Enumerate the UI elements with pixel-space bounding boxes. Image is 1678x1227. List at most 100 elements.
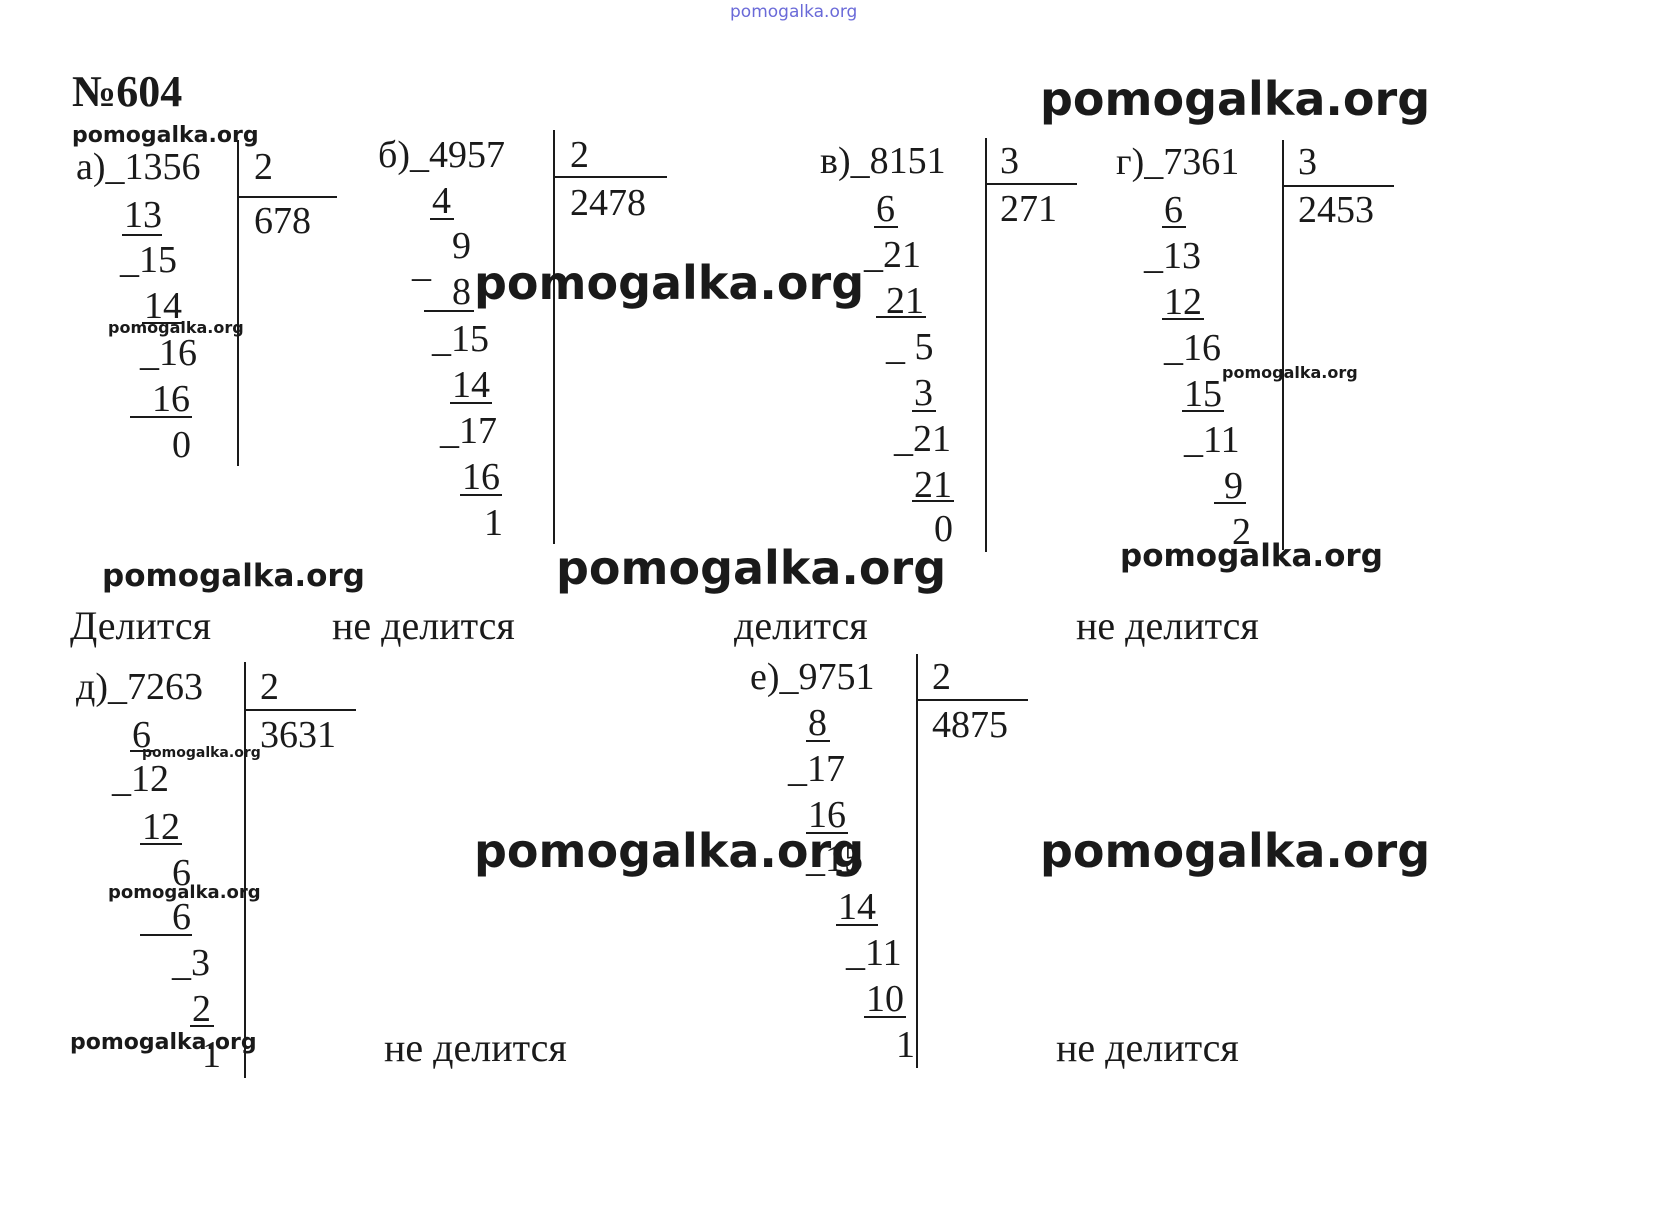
step-b-5: 14 — [452, 364, 490, 406]
dividend-e: е)_9751 — [750, 656, 875, 698]
dividend-a: а)_1356 — [76, 146, 201, 188]
quotient-line-a — [239, 196, 337, 198]
top-watermark: pomogalka.org — [730, 2, 858, 22]
problem-number: №604 — [72, 67, 183, 116]
watermark-center-top: pomogalka.org — [474, 256, 865, 310]
underline-v-7 — [912, 500, 954, 502]
underline-a-5 — [130, 416, 192, 418]
divisor-d: 2 — [260, 666, 279, 708]
division-bar-v — [985, 138, 987, 552]
step-d-4: 6 — [172, 852, 191, 894]
divisor-g: 3 — [1298, 141, 1317, 183]
underline-g-3 — [1162, 318, 1204, 320]
step-d-8: 1 — [202, 1034, 221, 1076]
step-v-6: _21 — [894, 418, 951, 460]
verdict-g: не делится — [1076, 603, 1259, 648]
step-d-2: _12 — [112, 758, 169, 800]
quotient-e: 4875 — [932, 704, 1008, 746]
step-e-8: 1 — [896, 1024, 915, 1066]
verdict-a: Делится — [70, 603, 212, 648]
step-e-3: 16 — [808, 794, 846, 836]
underline-e-5 — [836, 924, 878, 926]
quotient-line-g — [1284, 185, 1394, 187]
verdict-d: не делится — [384, 1025, 567, 1070]
underline-d-5 — [140, 934, 192, 936]
step-b-3: 8 — [452, 271, 471, 313]
watermark-g-bottom: pomogalka.org — [1120, 538, 1383, 574]
step-b-1: 4 — [432, 180, 451, 222]
step-g-4: _16 — [1164, 327, 1221, 369]
step-g-6: _11 — [1184, 419, 1240, 461]
step-a-1: 13 — [124, 194, 162, 236]
watermark-top-right: pomogalka.org — [1040, 72, 1431, 126]
step-d-1: 6 — [132, 714, 151, 756]
step-a-3: 14 — [144, 285, 182, 327]
step-g-5: 15 — [1184, 373, 1222, 415]
watermark-d-bottom: pomogalka.org — [70, 1030, 257, 1055]
watermark-d-inner: pomogalka.org — [142, 745, 261, 761]
step-d-6: _3 — [172, 942, 210, 984]
underline-b-3 — [424, 310, 474, 312]
step-a-6: 0 — [172, 424, 191, 466]
step-e-6: _11 — [846, 932, 902, 974]
step-v-4: _ 5 — [886, 326, 934, 368]
division-bar-g — [1282, 140, 1284, 550]
underline-d-3 — [140, 843, 182, 845]
underline-d-1 — [130, 750, 154, 752]
step-d-5: 6 — [172, 896, 191, 938]
watermark-center-mid: pomogalka.org — [556, 541, 947, 595]
watermark-g-inner: pomogalka.org — [1222, 363, 1358, 382]
step-v-8: 0 — [934, 508, 953, 550]
step-v-1: 6 — [876, 188, 895, 230]
step-a-4: _16 — [140, 332, 197, 374]
underline-v-5 — [912, 410, 936, 412]
step-b-8: 1 — [484, 502, 503, 544]
verdict-v: делится — [734, 603, 868, 648]
step-v-3: 21 — [886, 280, 924, 322]
step-d-3: 12 — [142, 806, 180, 848]
step-v-2: _21 — [864, 234, 921, 276]
step-b-4: _15 — [432, 318, 489, 360]
underline-g-7 — [1214, 502, 1246, 504]
step-a-5: 16 — [152, 378, 190, 420]
quotient-v: 271 — [1000, 188, 1057, 230]
underline-g-1 — [1162, 226, 1186, 228]
underline-v-3 — [876, 316, 926, 318]
step-e-5: 14 — [838, 886, 876, 928]
quotient-g: 2453 — [1298, 189, 1374, 231]
step-b-7: 16 — [462, 456, 500, 498]
step-v-5: 3 — [914, 372, 933, 414]
step-g-1: 6 — [1164, 189, 1183, 231]
underline-b-5 — [450, 402, 492, 404]
dividend-g: г)_7361 — [1116, 141, 1240, 183]
watermark-a-inner: pomogalka.org — [108, 318, 244, 337]
dividend-d: д)_7263 — [76, 666, 203, 708]
step-d-7: 2 — [192, 988, 211, 1030]
step-b-6: _17 — [440, 410, 497, 452]
underline-b-7 — [460, 494, 502, 496]
underline-g-5 — [1182, 410, 1224, 412]
quotient-line-v — [987, 183, 1077, 185]
step-g-3: 12 — [1164, 281, 1202, 323]
watermark-d-mid: pomogalka.org — [108, 882, 261, 903]
step-g-7: 9 — [1224, 465, 1243, 507]
dividend-b: б)_4957 — [378, 134, 505, 176]
underline-e-3 — [806, 832, 848, 834]
verdict-b: не делится — [332, 603, 515, 648]
quotient-line-b — [555, 176, 667, 178]
division-bar-b — [553, 130, 555, 544]
verdict-e: не делится — [1056, 1025, 1239, 1070]
step-e-7: 10 — [866, 978, 904, 1020]
step-e-1: 8 — [808, 702, 827, 744]
watermark-right-bottom: pomogalka.org — [1040, 824, 1431, 878]
divisor-a: 2 — [254, 146, 273, 188]
watermark-left-mid: pomogalka.org — [102, 558, 365, 594]
divisor-e: 2 — [932, 656, 951, 698]
dividend-v: в)_8151 — [820, 140, 946, 182]
step-e-2: _17 — [788, 748, 845, 790]
division-bar-a — [237, 140, 239, 466]
step-g-8: 2 — [1232, 511, 1251, 553]
step-a-2: _15 — [120, 239, 177, 281]
divisor-v: 3 — [1000, 140, 1019, 182]
underline-e-1 — [806, 740, 830, 742]
